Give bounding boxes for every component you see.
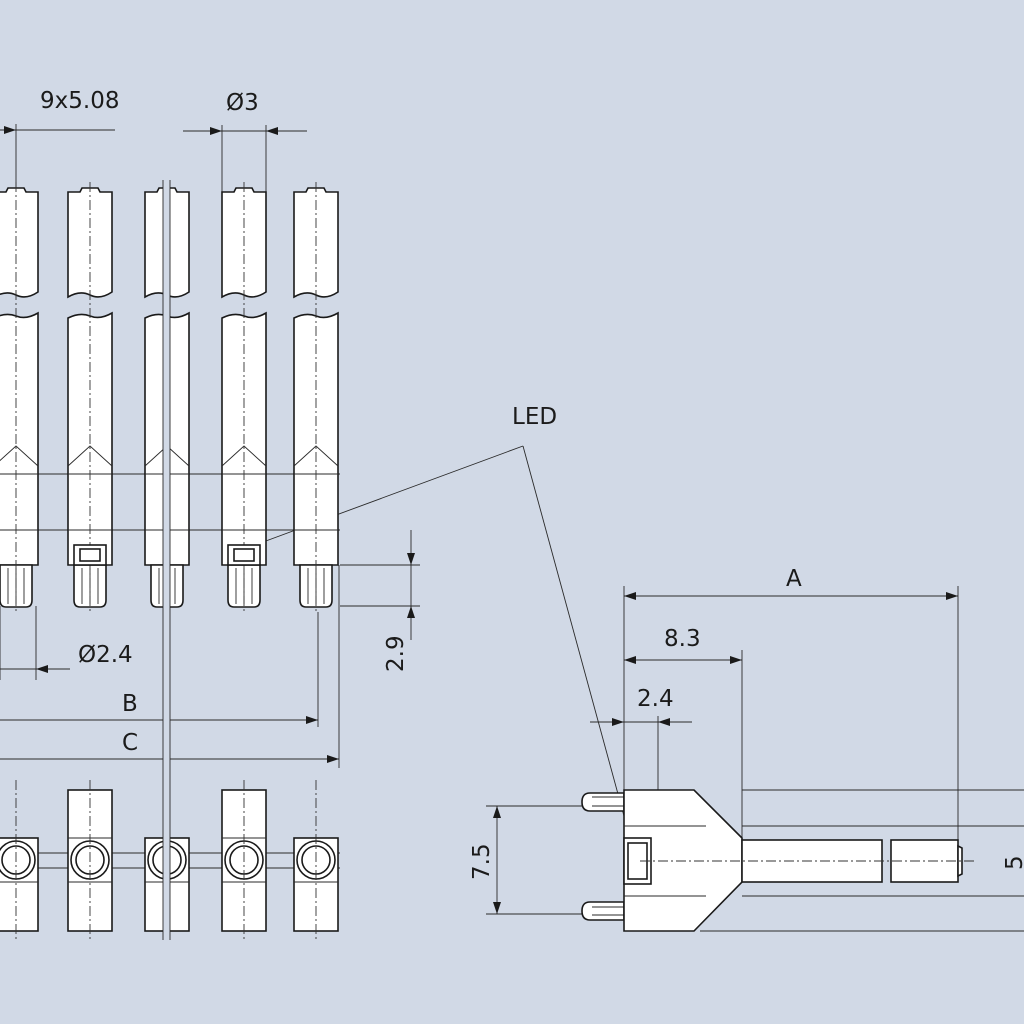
front-pin-5 [293,182,339,612]
dimB-label: B [122,691,138,717]
dim75-arrow-top [493,806,501,818]
pin-led [227,544,261,566]
break-gap [162,180,171,940]
side-pin-bottom [581,901,625,921]
dim29-arrow-bottom [407,606,415,618]
dim83-arrow-right [730,656,742,664]
pin-led [73,544,107,566]
front-pin-1 [0,182,39,612]
side-pin-top [581,792,625,812]
dia3-arrow-left [210,127,222,135]
dimA-label: A [786,566,802,592]
pin-lower-body [0,311,39,566]
pin-chevron [221,445,267,467]
bottom-unit-1 [0,780,39,940]
dim75-arrow-bottom [493,902,501,914]
dim83-arrow-left [624,656,636,664]
dimB-arrow-right [306,716,318,724]
pitch-label: 9x5.08 [40,88,119,114]
dia3-label: Ø3 [226,90,259,116]
pin-upper-segment [0,187,39,298]
dia24-label: Ø2.4 [78,642,133,668]
dim24-arrow-left [612,718,624,726]
dim24-label: 2.4 [637,686,674,712]
bottom-unit-5 [293,780,339,940]
dimC-arrow-right [327,755,339,763]
pin-chevron [293,445,339,467]
front-pins-group [0,182,339,612]
pin-chevron [67,445,113,467]
led-leader-right [522,445,631,839]
pin-led-inner [233,548,255,562]
dim5-label: 5 [1002,855,1024,870]
front-pin-2 [67,182,113,612]
dim29-arrow-top [407,553,415,565]
pin-chevron [0,445,39,467]
pin-led-inner [79,548,101,562]
bottom-unit-2 [67,780,113,940]
dim75-label: 7.5 [469,843,495,880]
dim83-label: 8.3 [664,626,701,652]
front-pin-4 [221,182,267,612]
dia3-arrow-right [266,127,278,135]
dimA-arrow-right [946,592,958,600]
dimA-arrow-left [624,592,636,600]
dimC-label: C [122,730,138,756]
bottom-unit-4 [221,780,267,940]
dim24-arrow-right [658,718,670,726]
pitch-arrow [4,126,16,134]
dim29-label: 2.9 [383,635,409,672]
break-gap-fill [163,180,170,940]
dia24-arrow-right [36,665,48,673]
side-view-connector [581,789,975,932]
led-label: LED [512,404,557,430]
